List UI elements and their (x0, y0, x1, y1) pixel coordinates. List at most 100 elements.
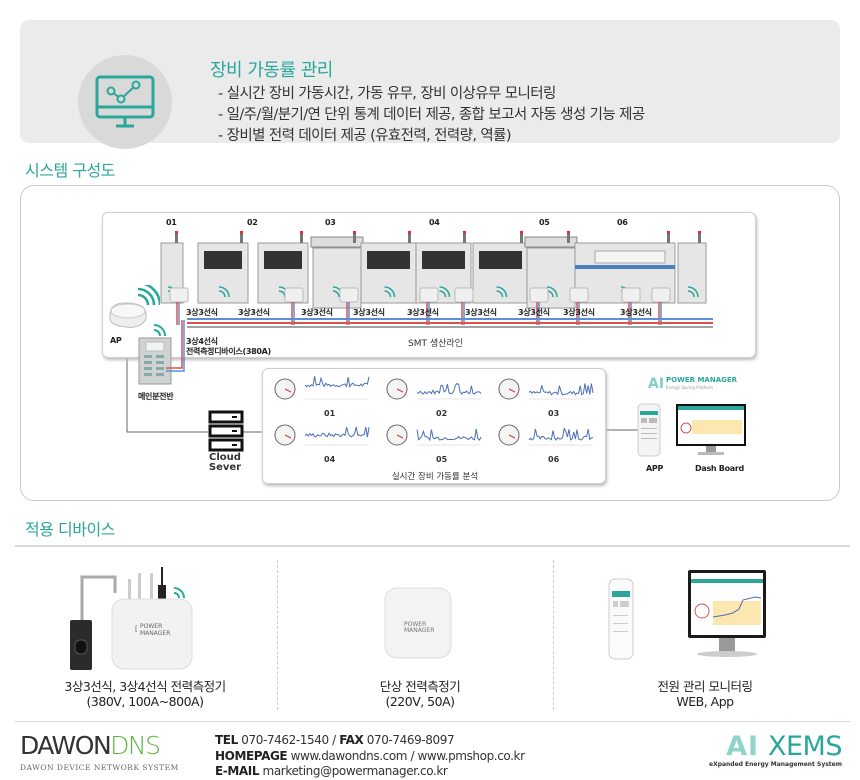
cloud-label: Cloud (209, 452, 241, 463)
logo-main: DAWON (20, 731, 112, 760)
app-label: APP (646, 464, 664, 473)
contact-info: TEL 070-7462-1540 / FAX 070-7469-8097 HO… (215, 733, 525, 778)
gauge-needle (284, 434, 292, 439)
wiring-label: 3상3선식 (563, 308, 595, 317)
machine-window (264, 251, 302, 269)
wiring-label: 3상3선식 (353, 308, 385, 317)
device-spec: (220V, 50A) (385, 694, 455, 709)
main-distribution-panel-icon (138, 320, 185, 385)
signal-tower (408, 231, 411, 243)
signal-tower (353, 231, 356, 243)
machine-number: 05 (539, 218, 550, 227)
fax-label: FAX (339, 733, 364, 747)
machine-number: 04 (429, 218, 440, 227)
signal-tower (698, 231, 701, 243)
chart-line (304, 426, 370, 438)
utilization-charts (274, 376, 594, 446)
devices-section-title: 적용 디바이스 (25, 520, 115, 539)
machine-number: 02 (247, 218, 258, 227)
device-caption: 단상 전력측정기 (220V, 50A) (300, 679, 540, 709)
three-phase-meter-image: [ POWER MANAGER (70, 567, 193, 670)
tel[interactable]: 070-7462-1540 (241, 733, 329, 747)
main-device-label: 3상4선식 (186, 337, 218, 346)
intro-bullets: - 실시간 장비 가동시간, 가동 유무, 장비 이상유무 모니터링 - 일/주… (218, 84, 645, 147)
realtime-analysis-panel: 01 02 03 04 05 06 실시간 장비 가동률 분석 (262, 368, 606, 484)
device-spec: WEB, App (676, 694, 734, 709)
device-name: 3상3선식, 3상4선식 전력측정기 (64, 679, 226, 694)
cloud-server-icon (208, 410, 244, 452)
gauge-needle (396, 388, 404, 393)
brand-sub: Energy Saving Platform (666, 385, 714, 390)
utilization-chart (386, 378, 482, 400)
server-label: Sever (208, 462, 242, 473)
device-brand: MANAGER (140, 630, 170, 637)
system-diagram (20, 185, 840, 501)
machine-number: 03 (325, 218, 336, 227)
signal-tower (667, 231, 670, 243)
smt-line-panel (102, 212, 756, 358)
email-link[interactable]: marketing@powermanager.co.kr (262, 764, 448, 778)
ai-power-manager-logo: AI POWER MANAGER Energy Saving Platform (648, 376, 737, 392)
signal-tower (175, 231, 178, 243)
device-spec: (380V, 100A~800A) (86, 694, 204, 709)
xems-ai: AI (726, 731, 760, 762)
smt-machine (677, 231, 707, 304)
gauge-needle (396, 434, 404, 439)
chart-label: 05 (436, 455, 448, 464)
smt-line-label: SMT 생산라인 (408, 339, 463, 349)
monitoring-web-app-image (608, 570, 766, 660)
divider (15, 545, 850, 547)
homepage-link[interactable]: www.dawondns.com / www.pmshop.co.kr (290, 748, 525, 763)
brand-name: POWER MANAGER (666, 376, 738, 384)
dashboard-label: Dash Board (695, 464, 744, 473)
machine-window (422, 251, 465, 269)
wiring-label: 3상3선식 (465, 308, 497, 317)
device-caption: 전원 관리 모니터링 WEB, App (590, 679, 820, 709)
power-meter (339, 287, 359, 303)
fax: 070-7469-8097 (366, 733, 455, 747)
gauge-needle (508, 434, 516, 439)
wifi-icon (218, 286, 230, 298)
svg-text:[: [ (135, 625, 138, 633)
signal-light (175, 231, 178, 234)
xems-text: XEMS (768, 731, 843, 762)
signal-tower (567, 231, 570, 243)
dawon-dns-logo: DAWONDNS DAWON DEVICE NETWORK SYSTEM (20, 731, 179, 773)
smt-machines-illustration (160, 231, 713, 328)
signal-tower (463, 231, 466, 243)
tel-label: TEL (215, 733, 238, 747)
smt-machine (197, 231, 249, 304)
wiring-label: 3상3선식 (186, 308, 218, 317)
power-meter (529, 287, 549, 303)
signal-tower (300, 231, 303, 243)
logo-accent: DNS (110, 731, 161, 760)
panel-label: 메인분전반 (138, 392, 174, 401)
wifi-icon (496, 286, 508, 298)
printer-top (310, 236, 364, 248)
signal-light (520, 231, 523, 234)
signal-light (567, 231, 570, 234)
chart-line (304, 376, 370, 389)
machine-body (677, 242, 707, 304)
power-meter (454, 287, 474, 303)
wiring-label: 3상3선식 (301, 308, 333, 317)
chart-label: 01 (324, 409, 336, 418)
signal-tower (520, 231, 523, 243)
ap-label: AP (110, 336, 122, 345)
signal-light (698, 231, 701, 234)
logo-sub: DAWON DEVICE NETWORK SYSTEM (20, 763, 179, 772)
machine-number: 01 (166, 218, 177, 227)
intro-bullet: - 장비별 전력 데이터 제공 (유효전력, 전력량, 역률) (218, 128, 511, 144)
chart-line (528, 383, 594, 396)
intro-bullet: - 실시간 장비 가동시간, 가동 유무, 장비 이상유무 모니터링 (218, 86, 556, 102)
signal-tower (240, 231, 243, 243)
signal-light (667, 231, 670, 234)
wiring-label: 3상3선식 (407, 308, 439, 317)
access-point-icon (109, 285, 160, 328)
machine-window (479, 251, 522, 269)
monitor-chart-icon (78, 55, 172, 149)
power-meter (284, 287, 304, 303)
wifi-icon (439, 286, 451, 298)
chart-label: 02 (436, 409, 448, 418)
reflow-stripe (575, 265, 675, 269)
